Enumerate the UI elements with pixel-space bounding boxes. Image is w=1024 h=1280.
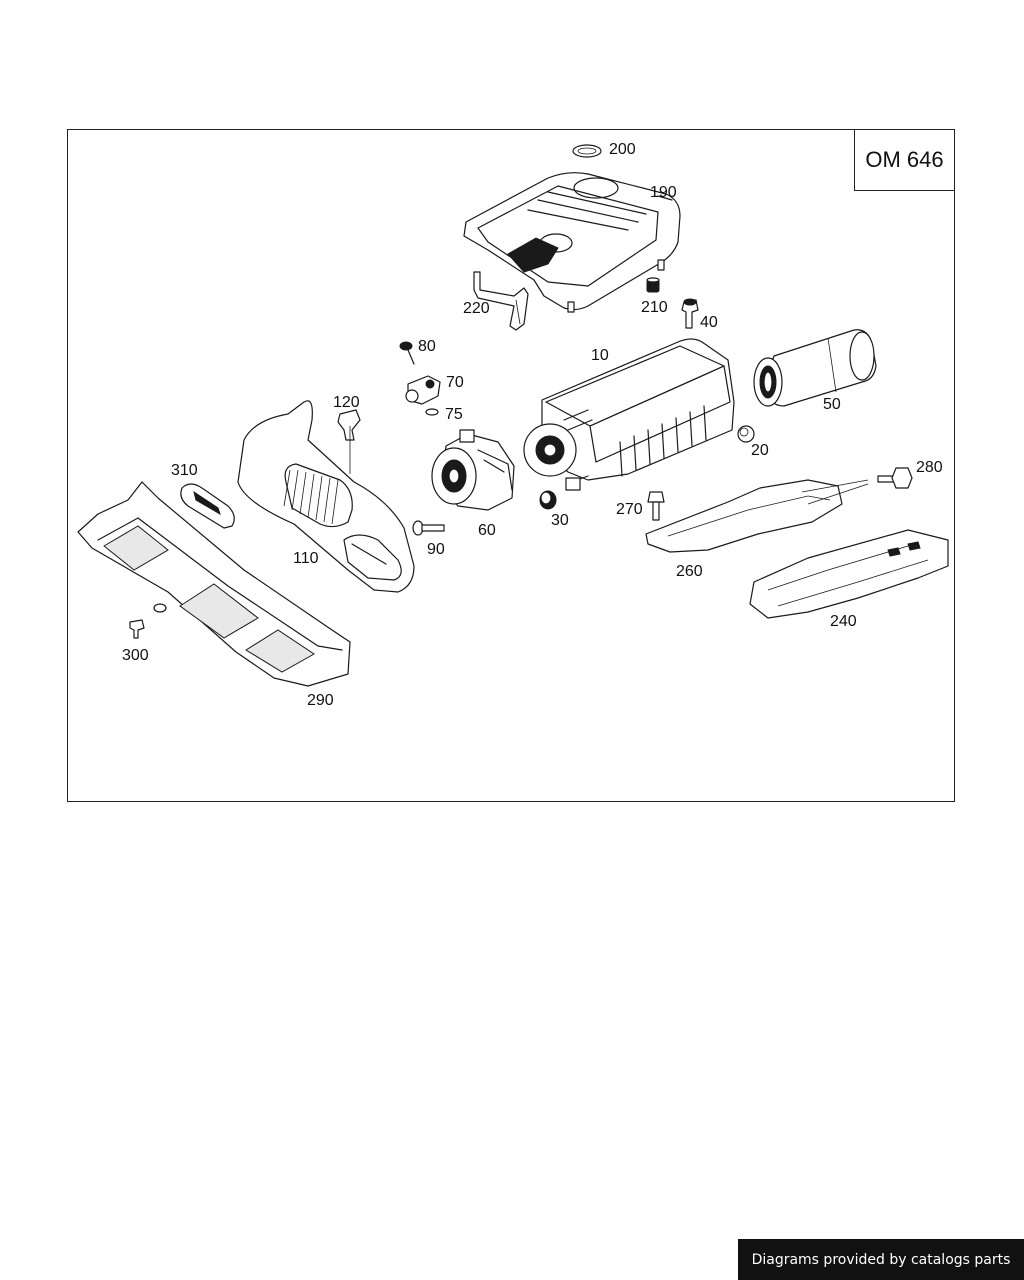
part-210-grommet xyxy=(646,277,660,293)
part-20-plug xyxy=(737,425,755,443)
label-310: 310 xyxy=(171,462,198,479)
part-75-o-ring xyxy=(425,408,439,416)
part-110-intake-duct xyxy=(237,400,415,593)
label-50: 50 xyxy=(823,396,841,413)
part-280-screw xyxy=(877,467,913,489)
part-300-clip xyxy=(129,619,145,639)
label-40: 40 xyxy=(700,314,718,331)
label-300: 300 xyxy=(122,647,149,664)
engine-code-box: OM 646 xyxy=(854,129,955,191)
label-10: 10 xyxy=(591,347,609,364)
part-50-filter-element xyxy=(753,329,877,407)
label-90: 90 xyxy=(427,541,445,558)
credit-banner: Diagrams provided by catalogs parts xyxy=(738,1239,1024,1280)
label-240: 240 xyxy=(830,613,857,630)
exploded-view-drawing: 200 190 220 210 40 80 10 70 120 50 75 20… xyxy=(77,141,949,709)
label-210: 210 xyxy=(641,299,668,316)
label-30: 30 xyxy=(551,512,569,529)
label-290: 290 xyxy=(307,692,334,709)
label-70: 70 xyxy=(446,374,464,391)
part-270-bolt xyxy=(647,491,665,521)
label-60: 60 xyxy=(478,522,496,539)
label-110: 110 xyxy=(293,550,319,567)
part-260-heat-shield xyxy=(645,479,869,553)
part-90-bolt xyxy=(412,520,445,536)
label-200: 200 xyxy=(609,141,636,158)
label-120: 120 xyxy=(333,394,360,411)
label-280: 280 xyxy=(916,459,943,476)
part-220-bracket xyxy=(473,271,529,331)
part-200-seal-ring xyxy=(572,144,602,158)
part-40-bolt xyxy=(681,298,699,329)
part-60-air-mass-unit xyxy=(431,429,515,511)
part-70-sensor xyxy=(405,375,441,405)
label-270: 270 xyxy=(616,501,643,518)
part-240-cover-panel xyxy=(749,529,949,619)
label-260: 260 xyxy=(676,563,703,580)
part-290-air-guide xyxy=(77,481,351,687)
label-75: 75 xyxy=(445,406,463,423)
label-190: 190 xyxy=(650,184,677,201)
label-20: 20 xyxy=(751,442,769,459)
engine-code: OM 646 xyxy=(865,147,944,172)
credit-text: Diagrams provided by catalogs parts xyxy=(751,1251,1011,1268)
part-30-grommet xyxy=(539,490,557,510)
part-10-air-filter-housing xyxy=(523,338,735,491)
part-190-engine-cover xyxy=(463,172,681,313)
label-80: 80 xyxy=(418,338,436,355)
part-310-gasket xyxy=(180,483,235,529)
part-80-screw xyxy=(399,341,415,365)
label-220: 220 xyxy=(463,300,490,317)
part-120-clip xyxy=(337,409,361,441)
parts-diagram: 200 190 220 210 40 80 10 70 120 50 75 20… xyxy=(67,129,955,802)
